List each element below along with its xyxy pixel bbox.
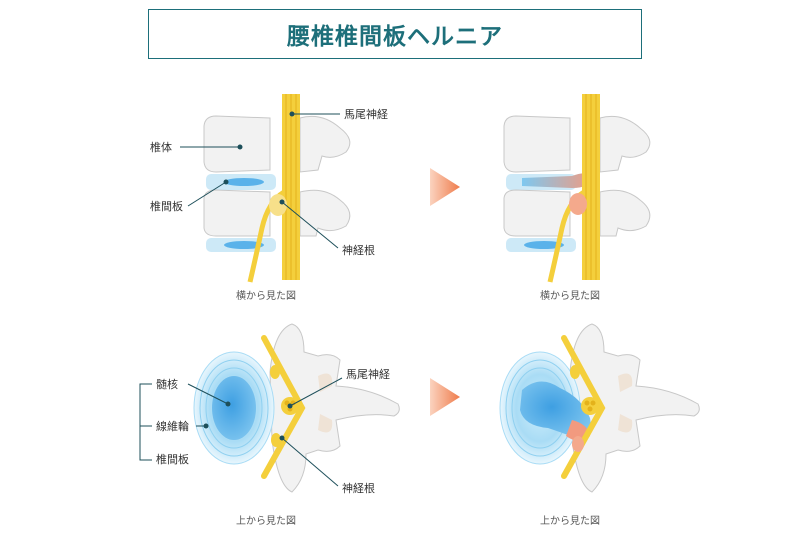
label-nucleus: 髄核 — [156, 377, 178, 391]
caption-side-view-right: 横から見た図 — [540, 289, 600, 302]
label-cauda-equina: 馬尾神経 — [344, 107, 388, 121]
disc-lower — [206, 238, 276, 252]
top-left-labels: 髄核 線維輪 椎間板 馬尾神経 神経根 上から見た図 — [139, 367, 390, 527]
nerve-root-ganglion — [269, 194, 287, 216]
caption-top-view-right: 上から見た図 — [540, 515, 600, 527]
label-disc: 椎間板 — [150, 199, 183, 213]
caption-top-view-left: 上から見た図 — [236, 515, 296, 527]
label-disc-top: 椎間板 — [156, 452, 189, 466]
label-annulus: 線維輪 — [156, 419, 189, 433]
side-view-herniated — [503, 94, 651, 283]
label-cauda-equina-top: 馬尾神経 — [346, 367, 390, 381]
side-left-labels: 馬尾神経 椎体 椎間板 神経根 横から見た図 — [150, 107, 388, 302]
caption-side-view-left: 横から見た図 — [236, 289, 296, 302]
label-nerve-root: 神経根 — [342, 243, 375, 257]
vertebral-body-lower — [203, 189, 351, 237]
page-title: 腰椎椎間板ヘルニア — [287, 24, 503, 50]
side-view-normal — [203, 94, 351, 283]
arrow-right-icon — [430, 378, 460, 416]
title-box: 腰椎椎間板ヘルニア — [148, 9, 642, 59]
label-nerve-root-top: 神経根 — [342, 481, 375, 495]
disc-upper — [206, 174, 276, 190]
cauda-equina-bundle — [282, 94, 300, 280]
vertebral-body-upper — [203, 115, 351, 173]
top-view-normal — [193, 323, 400, 493]
top-view-herniated — [499, 323, 700, 493]
label-vertebral-body: 椎体 — [150, 140, 172, 154]
arrow-right-icon — [430, 168, 460, 206]
